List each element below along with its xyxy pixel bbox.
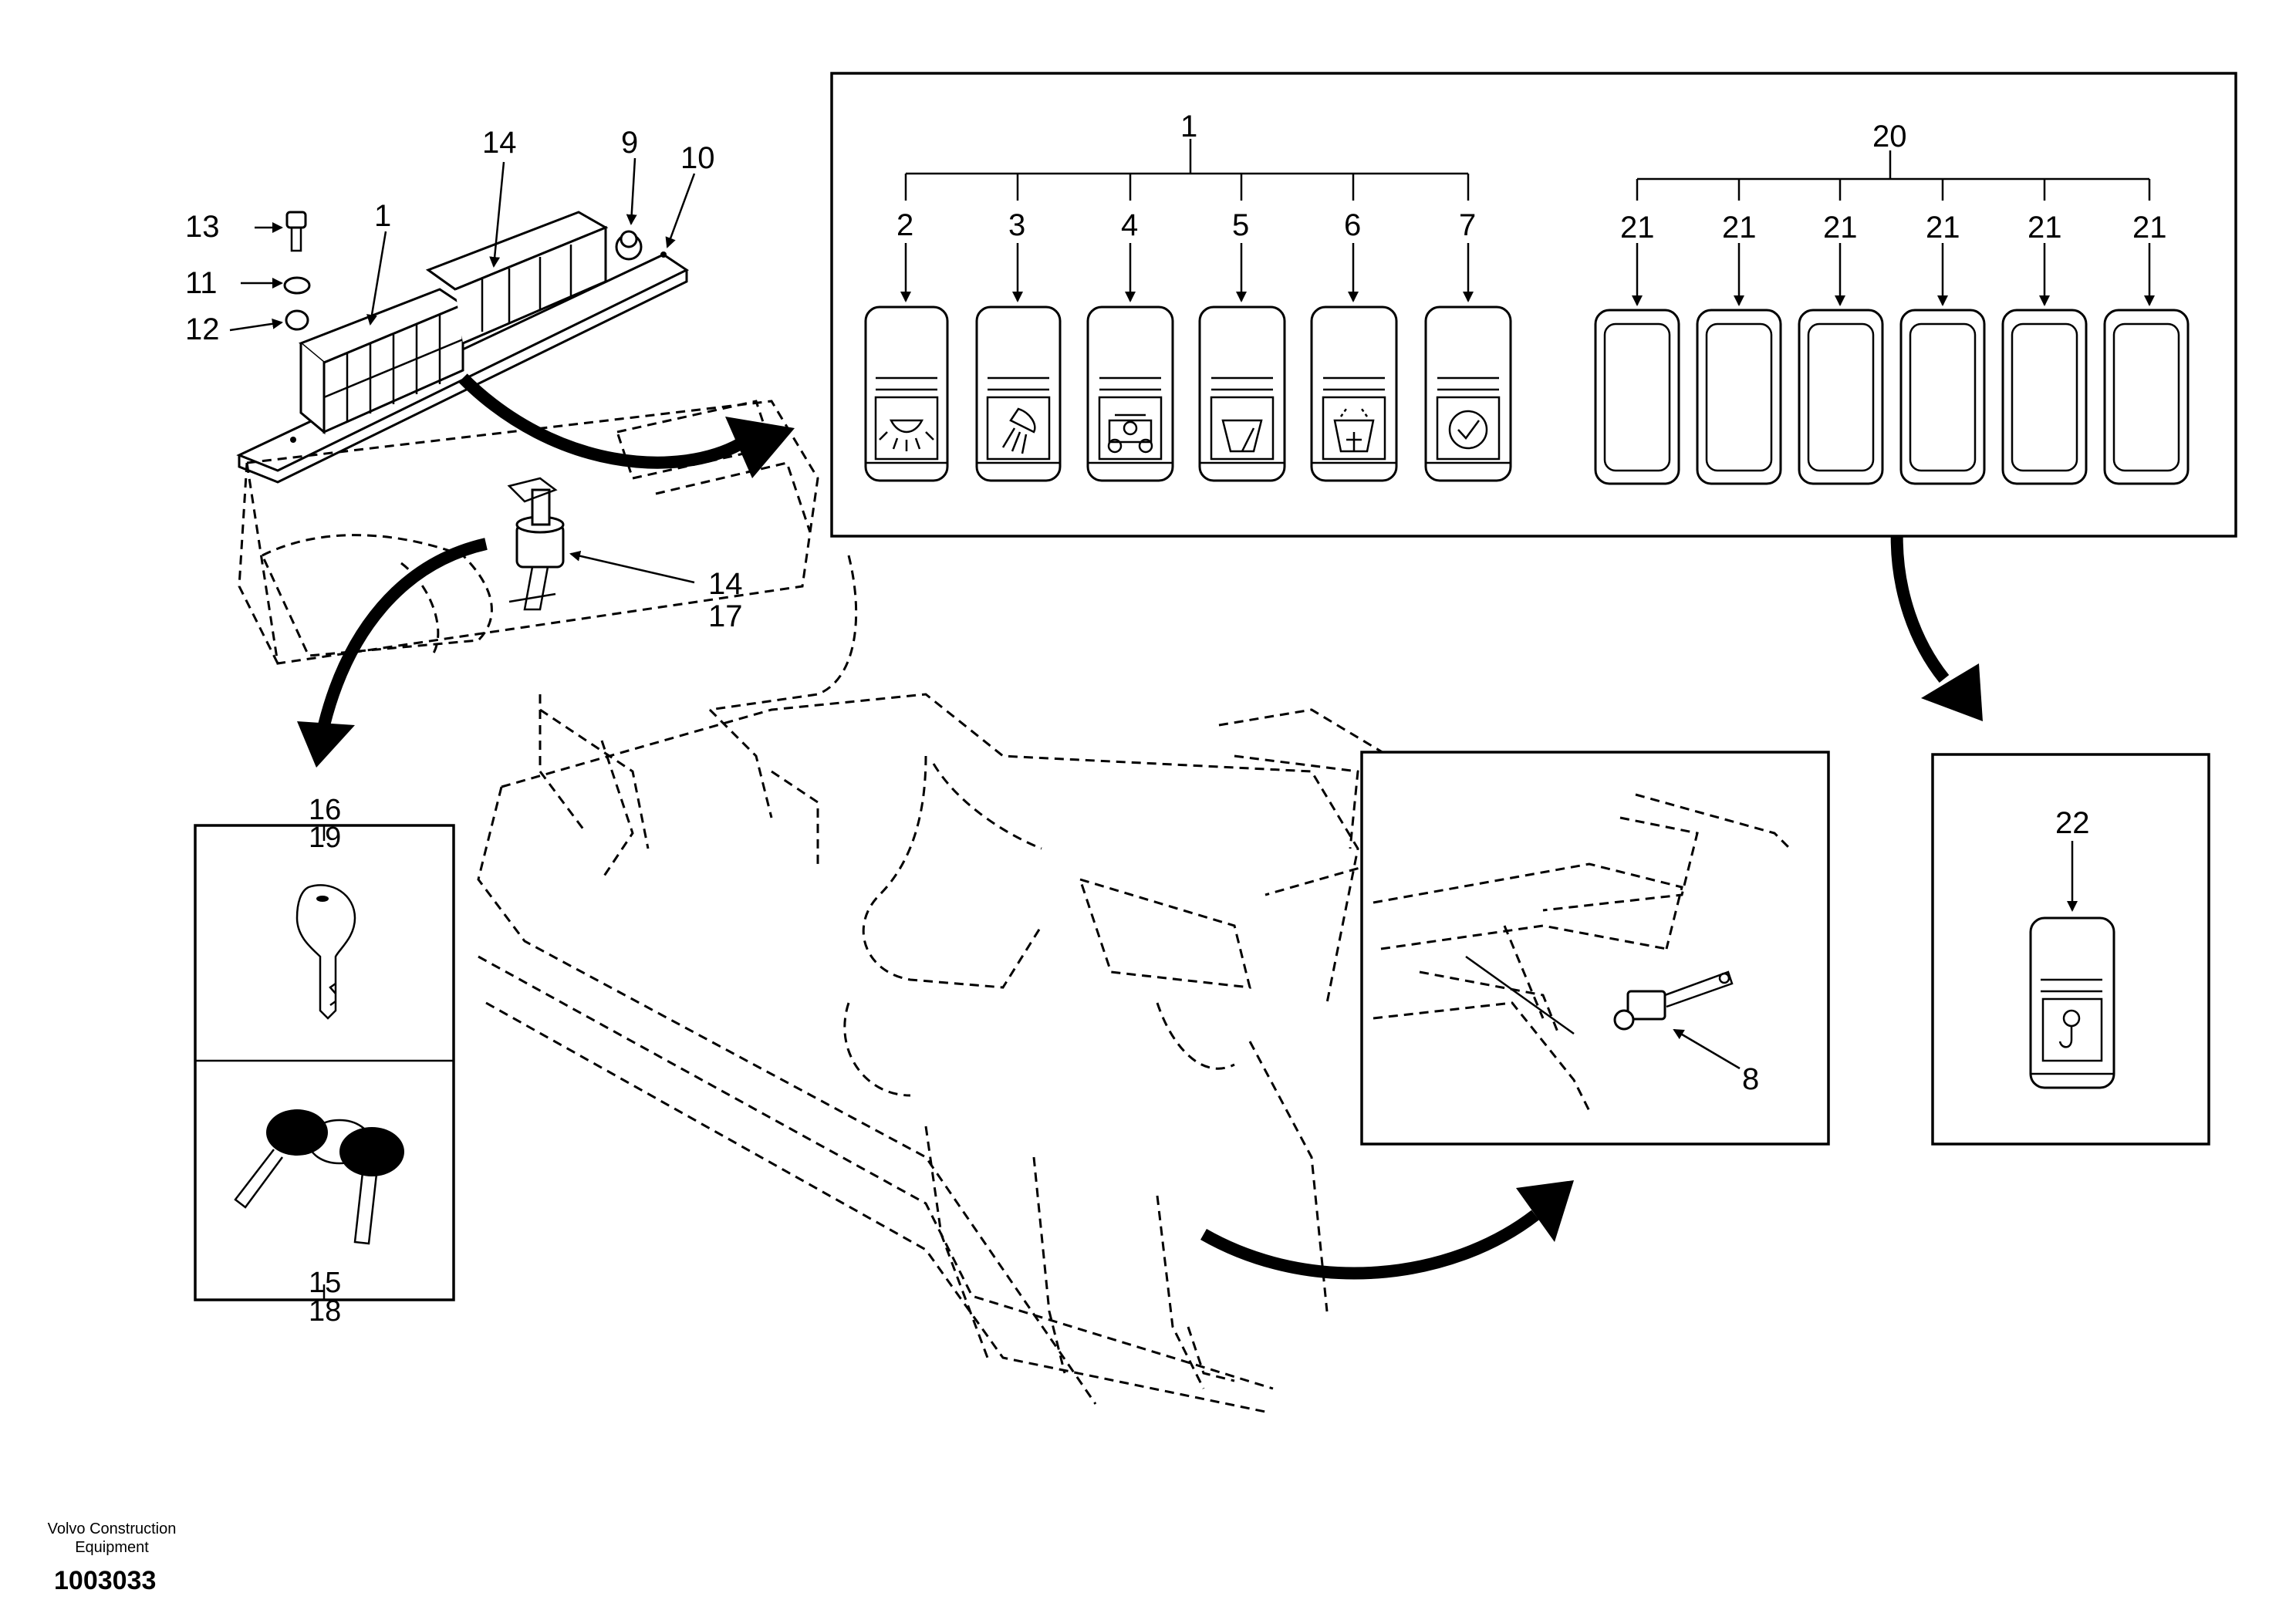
brand-line-1: Volvo Construction	[47, 1520, 177, 1537]
curved-arrow-to-keys	[297, 538, 488, 768]
callout-3: 3	[1008, 208, 1025, 242]
blank-switches	[1594, 309, 2190, 485]
callout-21: 21	[1722, 211, 1757, 245]
callout-21: 21	[1926, 211, 1960, 245]
group-1-bracket	[904, 139, 1470, 201]
check-icon	[1448, 410, 1488, 450]
brand-line-2: Equipment	[75, 1539, 149, 1556]
key-pair-icon	[234, 1109, 404, 1245]
rocker-switch-3	[975, 305, 1062, 482]
cab-light-icon	[1001, 407, 1036, 454]
rocker-switch-7	[1424, 305, 1512, 482]
callout-2: 2	[896, 208, 913, 242]
callout-15: 15	[309, 1267, 341, 1299]
group-20-bracket	[1636, 150, 2151, 201]
callout-12: 12	[185, 312, 220, 346]
callout-14-panel: 14	[482, 126, 517, 160]
work-light-icon	[879, 419, 934, 451]
callout-9: 9	[621, 126, 638, 160]
rocker-switch-5	[1198, 305, 1286, 482]
callout-5: 5	[1232, 208, 1249, 242]
ignition-switch	[507, 477, 565, 611]
washer-11	[283, 276, 311, 295]
travel-alarm-icon	[1107, 413, 1153, 454]
callout-21: 21	[2132, 211, 2167, 245]
rocker-switch-2	[864, 305, 949, 482]
callout-10: 10	[680, 141, 715, 175]
washer-icon	[1333, 408, 1375, 453]
keys-box	[194, 824, 455, 1301]
washer-12	[285, 309, 309, 331]
callout-21: 21	[2028, 211, 2062, 245]
callout-18: 18	[309, 1295, 341, 1328]
callout-8: 8	[1742, 1062, 1759, 1096]
single-key-icon	[295, 884, 356, 1020]
callout-21: 21	[1620, 211, 1655, 245]
callout-17: 17	[708, 599, 743, 633]
callout-1-panel: 1	[374, 199, 391, 233]
callout-19: 19	[309, 822, 341, 854]
callout-14-ignition: 14	[708, 567, 743, 601]
drawing-number: 1003033	[54, 1566, 157, 1595]
callout-21: 21	[1823, 211, 1858, 245]
pressure-switch-assembly	[1373, 793, 1791, 1112]
switch-arrows	[900, 243, 2155, 306]
rocker-switch-4	[1086, 305, 1174, 482]
callout-1-top: 1	[1180, 110, 1197, 143]
callout-7: 7	[1459, 208, 1476, 242]
callout-4: 4	[1121, 208, 1138, 242]
callout-labels: 1 14 9 10 13 11 12 14 17 1 2 3 4 5 6 7 2…	[185, 110, 2167, 1328]
pressure-switch-box	[1360, 751, 1830, 1146]
callout-13: 13	[185, 210, 220, 244]
curved-arrow-to-panel	[458, 373, 795, 478]
curved-arrow-to-switch-box	[1200, 1180, 1574, 1280]
wiper-icon	[1221, 419, 1263, 453]
callout-16: 16	[309, 794, 341, 826]
rocker-switch-22	[2029, 916, 2115, 1089]
callout-22: 22	[2055, 806, 2090, 840]
callout-20: 20	[1872, 120, 1907, 154]
callout-11: 11	[185, 266, 218, 300]
callout-6: 6	[1344, 208, 1361, 242]
switch-panel-assembly	[236, 211, 690, 484]
hook-icon	[2058, 1009, 2081, 1048]
bolt-13	[285, 211, 307, 252]
rocker-switch-6	[1310, 305, 1398, 482]
cab-console-outline	[238, 400, 1390, 1413]
brand-label: Volvo Construction Equipment	[23, 1520, 201, 1557]
